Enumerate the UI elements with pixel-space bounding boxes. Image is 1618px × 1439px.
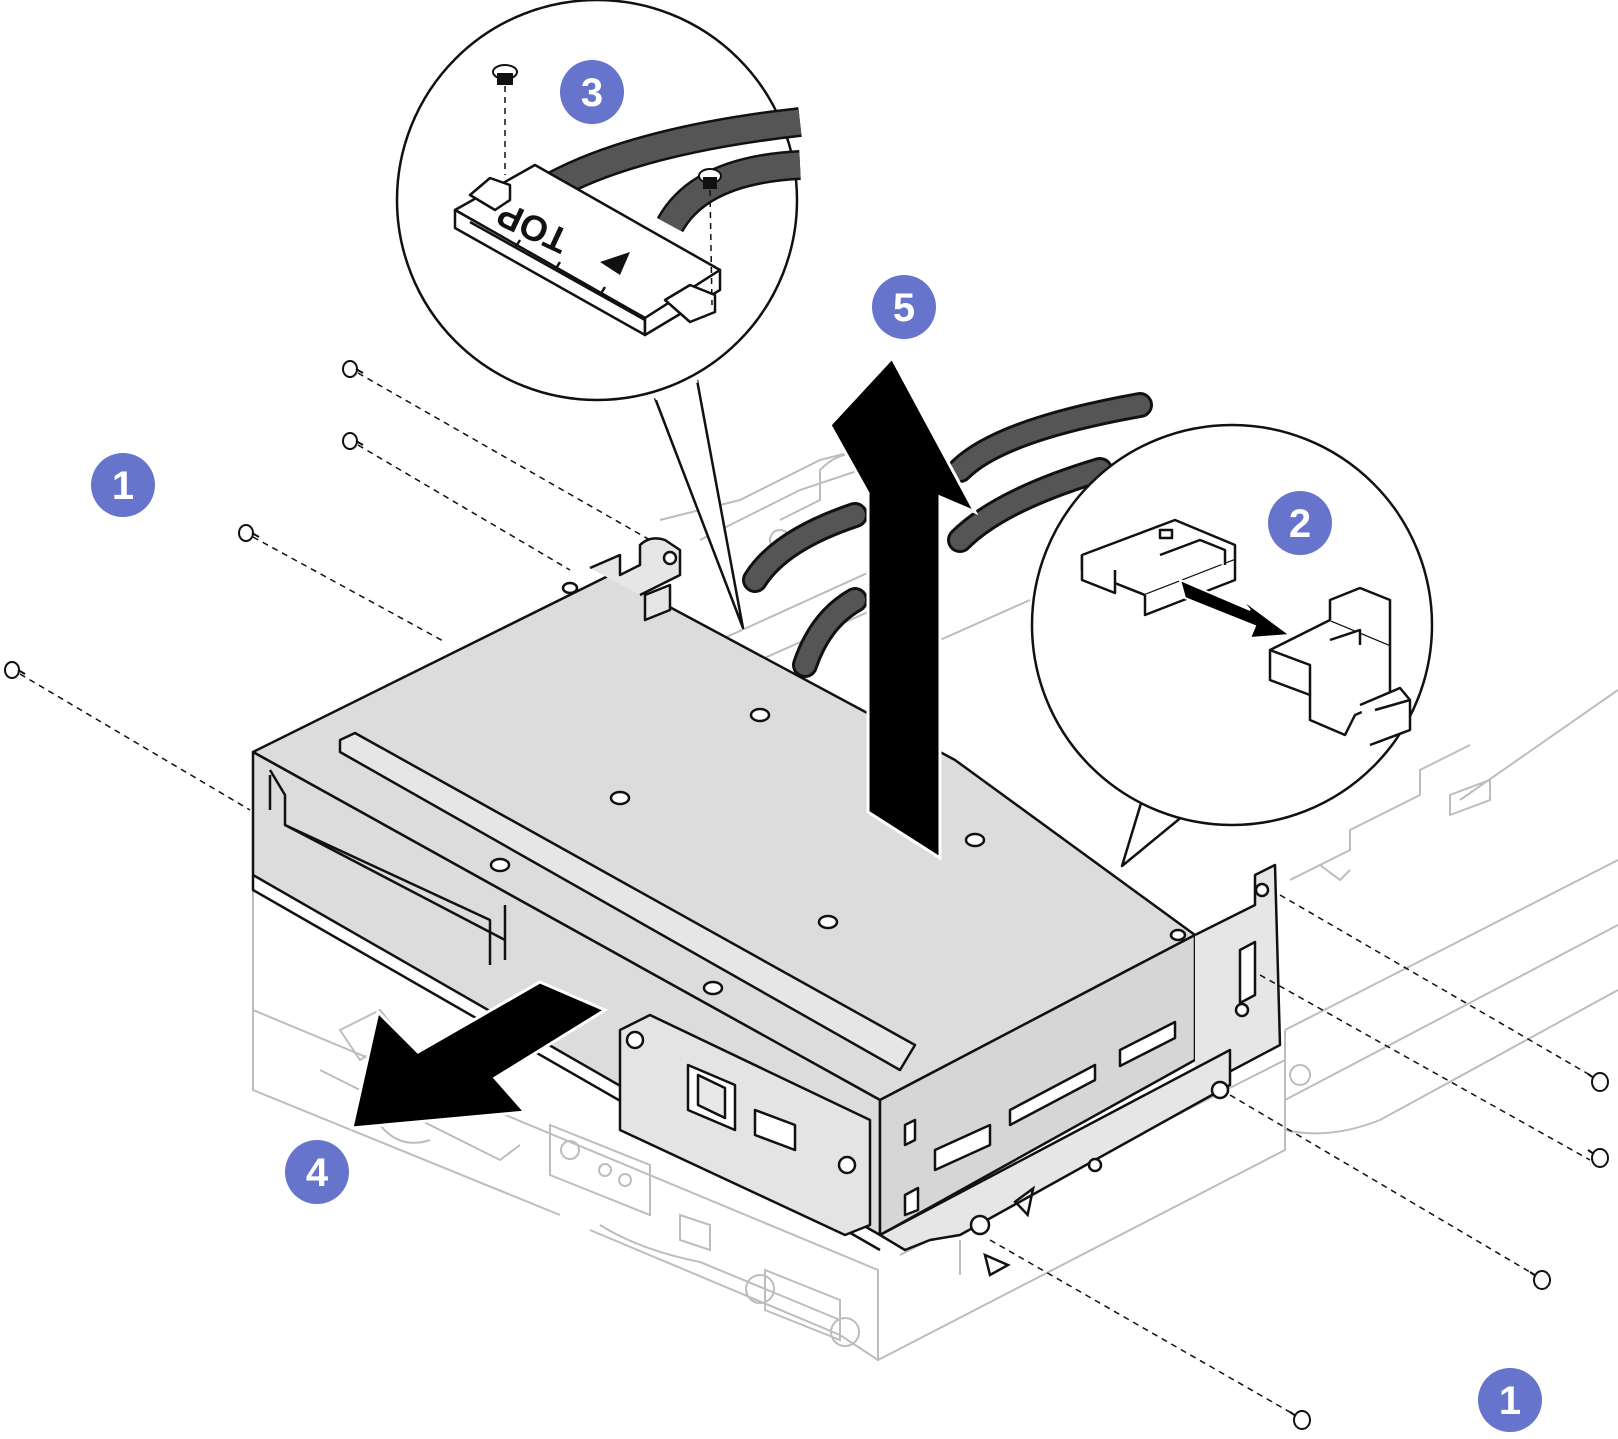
step-callout-3: 3 (560, 60, 624, 124)
arrow-right-icon (1178, 578, 1293, 640)
step-callout-4: 4 (285, 1140, 349, 1204)
step-callout-2: 2 (1268, 491, 1332, 555)
step-number: 2 (1289, 502, 1311, 546)
step-number: 4 (306, 1151, 329, 1195)
step-callout-1b: 1 (1478, 1368, 1542, 1432)
step-number: 1 (112, 464, 134, 508)
screw-icon (492, 64, 722, 306)
detail-callout-3: TOP (395, 0, 802, 630)
step-callout-5: 5 (872, 275, 936, 339)
step-number: 1 (1499, 1379, 1521, 1423)
direction-triangle-icon (600, 252, 630, 275)
cables (742, 392, 1153, 678)
riser-cage (251, 537, 1282, 1252)
arrow-up-icon (828, 355, 979, 861)
step-callout-1a: 1 (91, 453, 155, 517)
detail-callout-2 (1030, 423, 1434, 868)
screw-guide-lines (19, 372, 1591, 1416)
triangle-marker-icon (983, 1185, 1036, 1277)
screw-icon (4, 360, 1609, 1430)
step-number: 3 (581, 71, 603, 115)
step-number: 5 (893, 286, 915, 330)
arrow-left-icon (350, 980, 609, 1130)
